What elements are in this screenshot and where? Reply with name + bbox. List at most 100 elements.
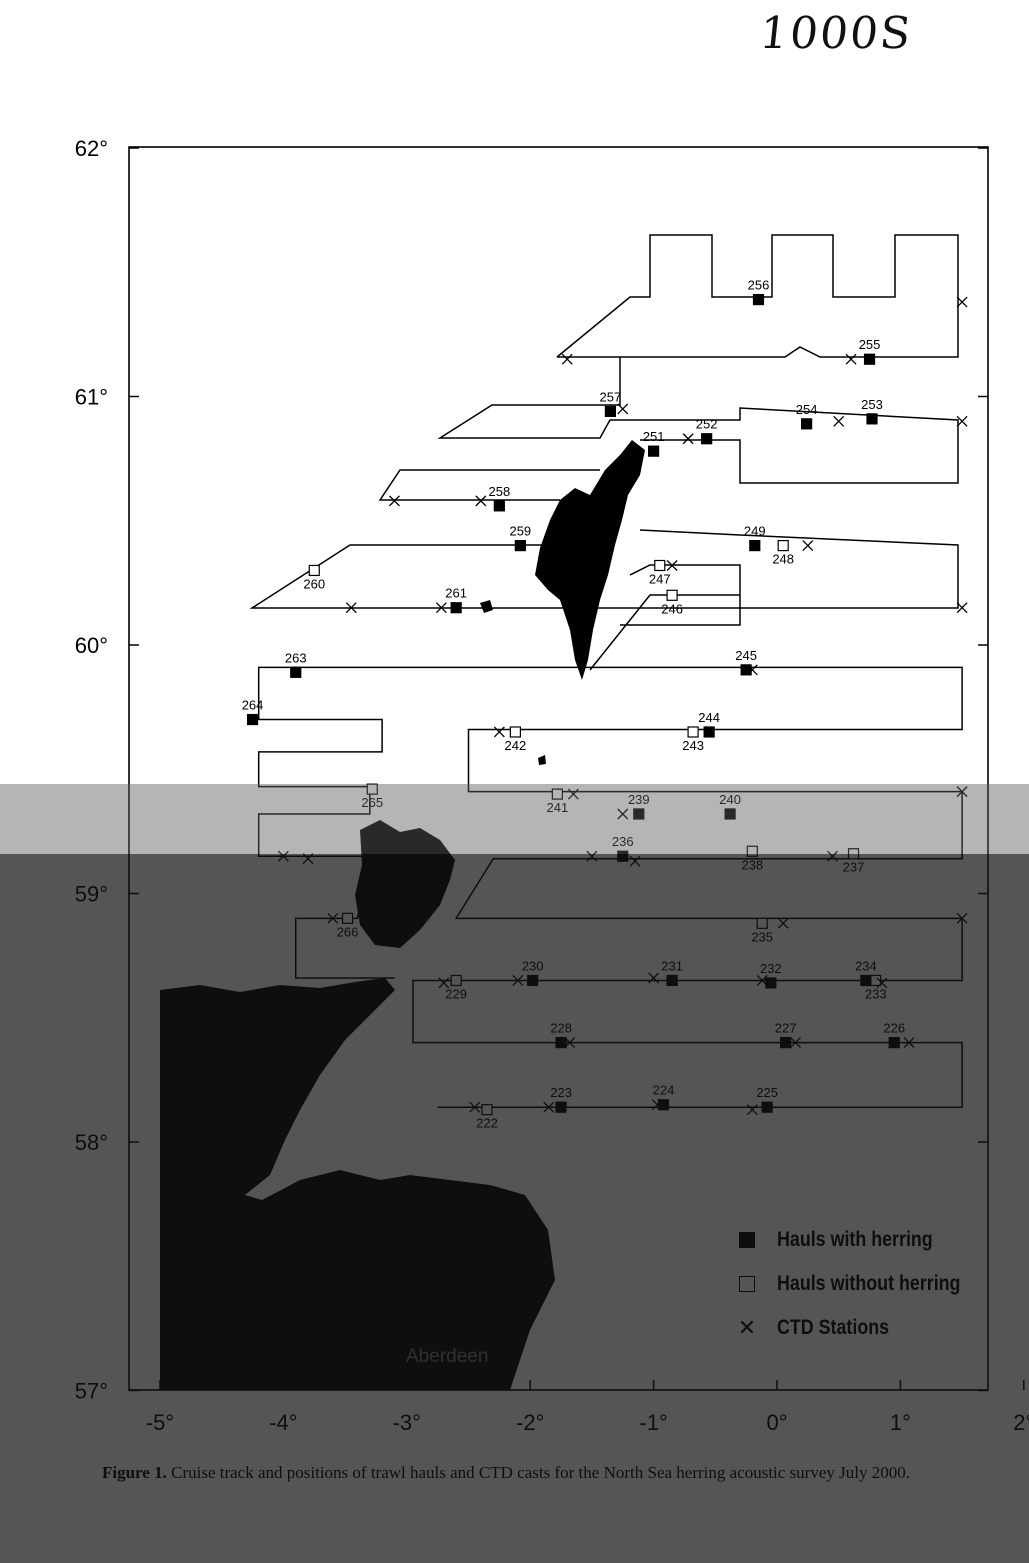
haul-with-herring-marker	[493, 500, 505, 512]
haul-with-herring-marker	[863, 353, 876, 365]
ctd-station-marker	[746, 664, 758, 676]
station-label: 261	[445, 586, 467, 601]
ctd-station-marker	[389, 495, 400, 507]
ctd-cross-stroke	[845, 353, 857, 365]
legend-item-hauls-without-herring: Hauls without herring	[735, 1262, 995, 1306]
haul-with-herring-marker	[647, 445, 660, 457]
station-label: 238	[741, 857, 763, 872]
shetland-islands	[535, 440, 645, 680]
station-label: 249	[744, 524, 766, 539]
haul-with-herring-marker	[740, 664, 752, 676]
haul-with-herring-marker	[761, 1101, 773, 1113]
station-label: 247	[649, 571, 671, 586]
ctd-cross-stroke	[345, 602, 357, 614]
station-label: 227	[775, 1021, 797, 1036]
lon-tick-label: 1°	[890, 1410, 911, 1435]
ctd-station-marker	[956, 415, 968, 427]
station-label: 236	[612, 834, 634, 849]
station-label: 222	[476, 1116, 498, 1131]
haul-with-herring-marker	[617, 850, 629, 862]
ctd-cross-stroke	[746, 664, 758, 676]
station-label: 266	[337, 924, 359, 939]
ctd-station-marker	[617, 808, 629, 820]
lat-tick-label: 61°	[75, 385, 108, 410]
station-label: 231	[661, 958, 683, 973]
station-label: 237	[843, 860, 865, 875]
station-label: 239	[628, 792, 650, 807]
station-label: 235	[751, 929, 773, 944]
legend-label: Hauls with herring	[777, 1228, 933, 1251]
ctd-station-marker	[617, 403, 629, 415]
open-square-icon	[739, 1276, 755, 1292]
lon-tick-label: 2°	[1013, 1410, 1029, 1435]
station-label: 260	[303, 576, 325, 591]
lat-tick-label: 58°	[75, 1130, 108, 1155]
haul-without-herring-marker	[509, 726, 521, 738]
ctd-cross-stroke	[389, 495, 400, 507]
ctd-station-marker	[666, 560, 678, 571]
ctd-station-marker	[833, 415, 845, 427]
cross-icon: ✕	[737, 1315, 757, 1340]
caption-text: Cruise track and positions of trawl haul…	[171, 1463, 910, 1482]
foula-island	[480, 600, 493, 613]
ctd-cross-stroke	[956, 602, 968, 614]
haul-with-herring-marker	[866, 413, 878, 425]
lon-tick-label: -4°	[269, 1410, 297, 1435]
station-label: 263	[285, 650, 307, 665]
legend-item-hauls-with-herring: Hauls with herring	[735, 1218, 995, 1262]
ctd-cross-stroke	[682, 433, 694, 445]
haul-with-herring-marker	[604, 405, 617, 418]
haul-without-herring-marker	[450, 974, 462, 987]
ctd-cross-stroke	[617, 808, 629, 820]
ctd-cross-stroke	[802, 540, 814, 552]
station-label: 259	[509, 524, 531, 539]
station-label: 228	[550, 1021, 572, 1036]
station-label: 234	[855, 958, 877, 973]
haul-without-herring-marker	[756, 917, 768, 929]
station-label: 223	[550, 1085, 572, 1100]
haul-with-herring-marker	[555, 1101, 567, 1113]
haul-without-herring-marker	[666, 589, 678, 601]
ctd-cross-stroke	[567, 788, 579, 800]
ctd-cross-stroke	[666, 560, 678, 571]
ctd-station-marker	[475, 495, 487, 507]
ctd-cross-stroke	[475, 495, 487, 507]
caption-prefix: Figure 1.	[102, 1463, 167, 1482]
city-label-aberdeen: Aberdeen	[406, 1346, 489, 1367]
station-label: 264	[242, 698, 264, 713]
ctd-station-marker	[561, 353, 573, 365]
filled-square-icon	[739, 1232, 755, 1248]
station-label: 233	[865, 986, 887, 1001]
station-label: 232	[760, 961, 782, 976]
legend-label: Hauls without herring	[777, 1272, 961, 1295]
haul-with-herring-marker	[724, 808, 736, 820]
haul-with-herring-marker	[888, 1036, 900, 1049]
haul-with-herring-marker	[527, 974, 539, 987]
ctd-station-marker	[956, 296, 968, 308]
haul-with-herring-marker	[765, 977, 777, 989]
lon-tick-label: -5°	[146, 1410, 174, 1435]
station-label: 243	[682, 738, 704, 753]
ctd-station-marker	[682, 433, 694, 445]
haul-with-herring-marker	[450, 602, 462, 614]
ctd-station-marker	[802, 540, 814, 552]
lon-tick-label: 0°	[766, 1410, 787, 1435]
station-label: 224	[653, 1083, 675, 1098]
haul-with-herring-marker	[290, 666, 302, 678]
haul-with-herring-marker	[666, 974, 678, 987]
lat-tick-label: 60°	[75, 633, 108, 658]
ctd-station-marker	[493, 726, 505, 738]
station-label: 245	[735, 648, 757, 663]
station-label: 242	[505, 738, 527, 753]
haul-with-herring-marker	[801, 418, 813, 430]
ctd-cross-stroke	[956, 786, 968, 798]
lat-tick-label: 62°	[75, 136, 108, 161]
haul-without-herring-marker	[746, 845, 758, 857]
station-label: 225	[756, 1085, 778, 1100]
ctd-station-marker	[956, 602, 968, 614]
lon-tick-label: -2°	[516, 1410, 544, 1435]
station-label: 257	[600, 389, 622, 404]
station-label: 254	[796, 402, 818, 417]
station-label: 255	[859, 337, 881, 352]
station-label: 246	[661, 601, 683, 616]
